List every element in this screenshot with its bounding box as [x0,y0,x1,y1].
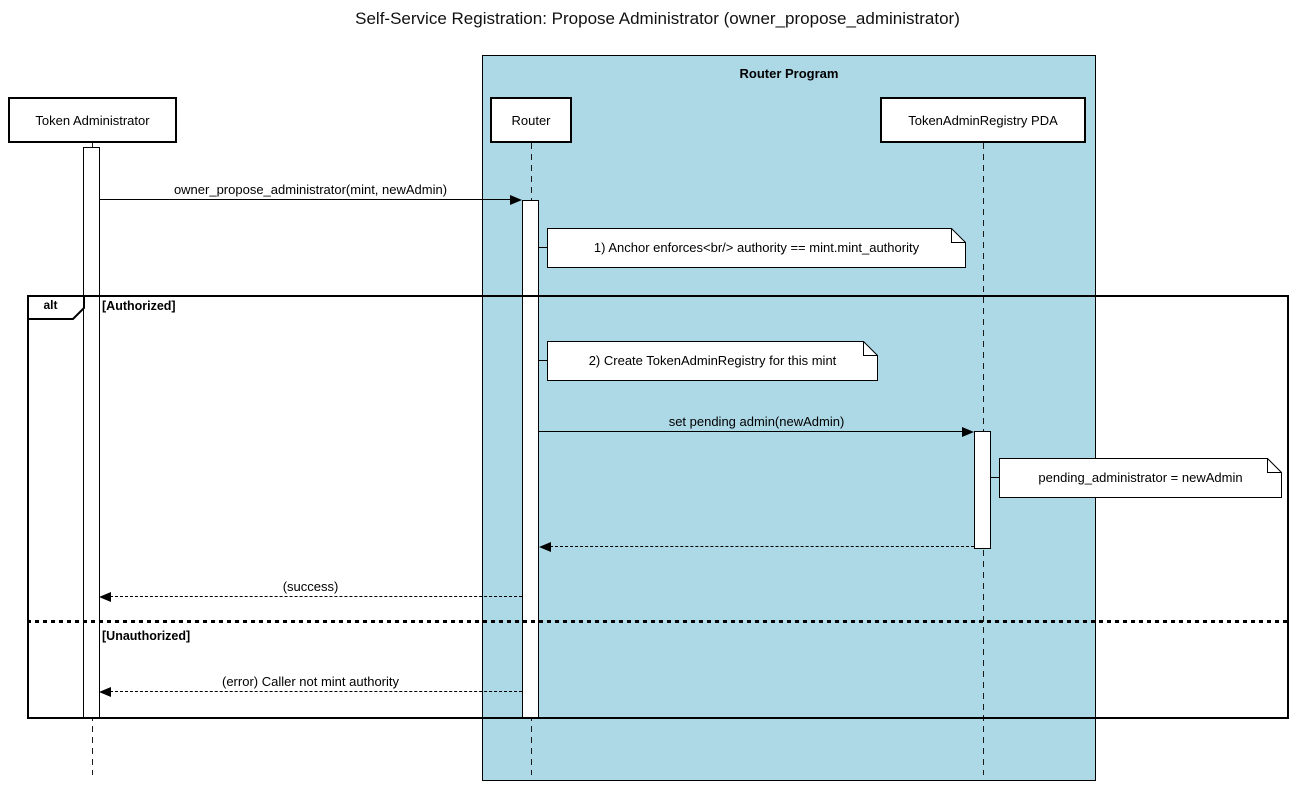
note3-connector [991,477,999,478]
alt-operator-label: alt [43,298,58,312]
note-anchor-enforces: 1) Anchor enforces<br/> authority == min… [547,228,966,268]
note-shape-icon [547,341,878,381]
message-set-pending-admin-line [539,431,964,432]
message-success-label: (success) [282,579,339,594]
arrowhead-left-icon [99,686,111,697]
participant-token-administrator-label: Token Administrator [35,112,150,128]
diagram-title: Self-Service Registration: Propose Admin… [355,9,960,28]
note-pending-administrator-text: pending_administrator = newAdmin [1038,470,1243,485]
note-create-registry-text: 2) Create TokenAdminRegistry for this mi… [588,353,837,368]
note-shape-icon [547,228,966,268]
note-anchor-enforces-text: 1) Anchor enforces<br/> authority == min… [593,240,920,255]
message-error-label: (error) Caller not mint authority [222,674,399,689]
arrowhead-right-icon [510,194,522,205]
message-success-line [110,596,522,597]
router-program-group-label: Router Program [739,66,839,81]
arrowhead-right-icon [962,426,974,437]
note1-connector [539,247,547,248]
note-pending-administrator: pending_administrator = newAdmin [999,458,1282,498]
message-set-pending-admin-label: set pending admin(newAdmin) [668,414,845,429]
participant-router: Router [490,97,572,143]
message-pda-return-line [550,546,974,547]
participant-token-administrator: Token Administrator [8,97,177,143]
note-create-registry: 2) Create TokenAdminRegistry for this mi… [547,341,878,381]
participant-token-admin-registry-pda: TokenAdminRegistry PDA [880,97,1086,143]
activation-token-administrator [83,147,100,719]
participant-router-label: Router [511,112,551,128]
alt-operator-tab-icon [27,295,85,320]
message-error-line [110,691,522,692]
note2-connector [539,360,547,361]
alt-guard-unauthorized: [Unauthorized] [102,629,191,643]
arrowhead-left-icon [99,591,111,602]
alt-guard-authorized: [Authorized] [102,299,176,313]
alt-divider [27,620,1289,623]
message-owner-propose-administrator-line [99,199,512,200]
activation-router [522,200,539,719]
activation-token-admin-registry-pda [974,431,991,549]
note-shape-icon [999,458,1282,498]
participant-token-admin-registry-pda-label: TokenAdminRegistry PDA [908,112,1058,128]
router-program-group-box [482,55,1096,781]
arrowhead-left-icon [539,541,551,552]
message-owner-propose-administrator-label: owner_propose_administrator(mint, newAdm… [173,182,448,197]
